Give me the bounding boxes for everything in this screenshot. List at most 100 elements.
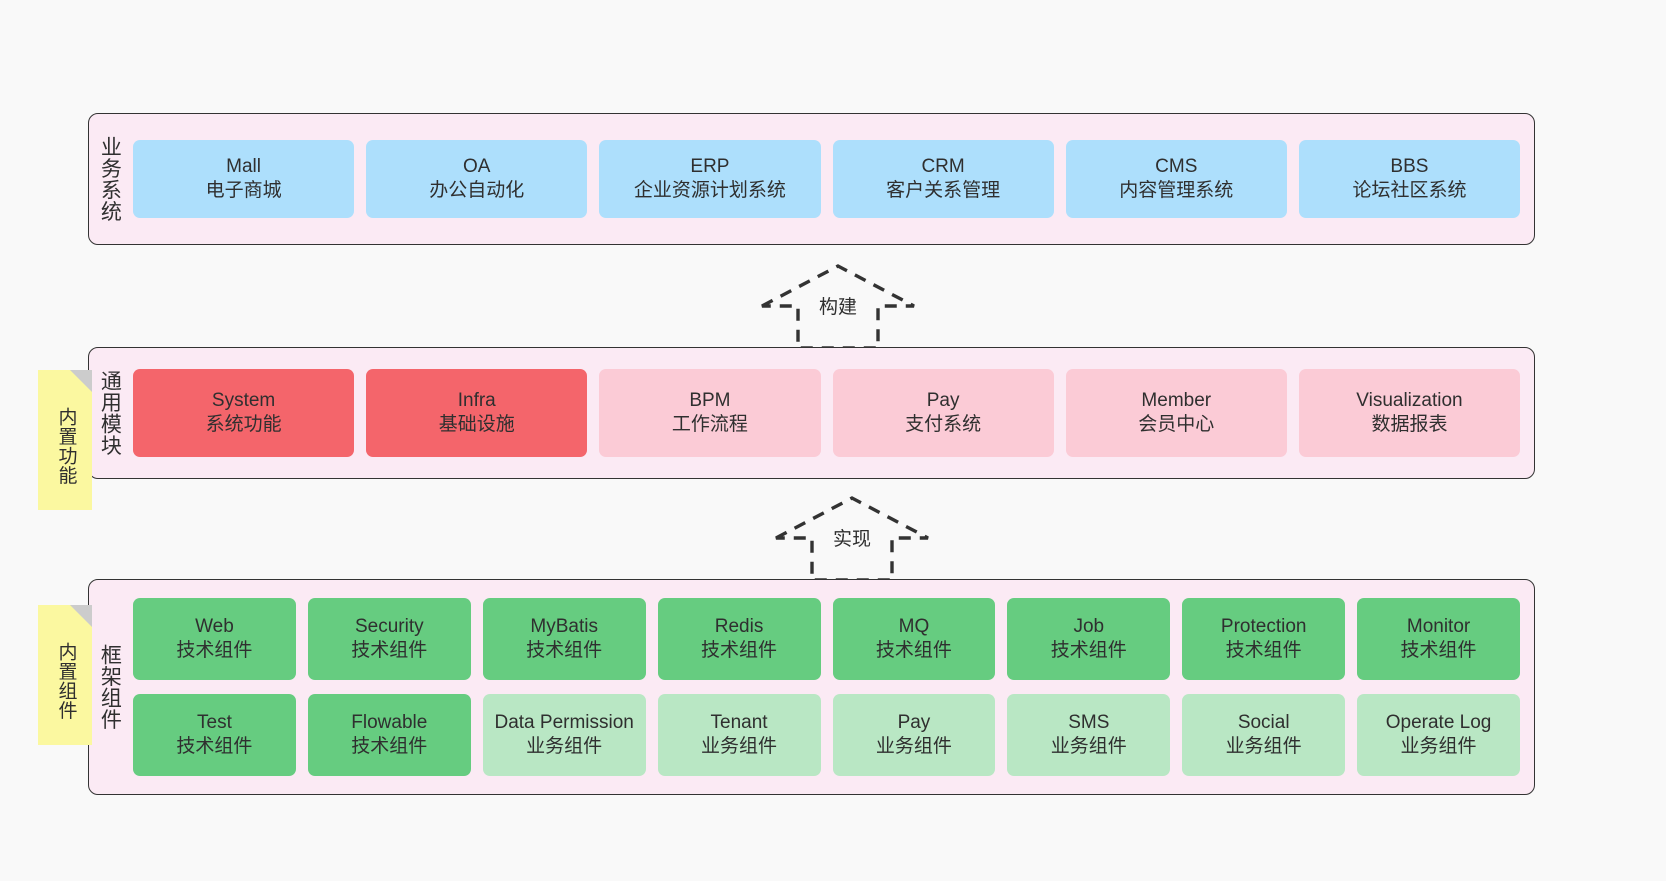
layer-business-cards: Mall 电子商城 OA 办公自动化 ERP 企业资源计划系统 CRM 客户关系… (129, 114, 1534, 244)
card-job[interactable]: Job 技术组件 (1007, 598, 1171, 680)
card-data-permission-en: Data Permission (494, 711, 634, 733)
card-operate-log[interactable]: Operate Log 业务组件 (1357, 694, 1520, 776)
layer-modules-cards: System 系统功能 Infra 基础设施 BPM 工作流程 Pay 支付系统… (129, 348, 1534, 478)
card-tenant-en: Tenant (710, 711, 768, 733)
card-bbs-en: BBS (1390, 155, 1429, 177)
card-member-cn: 会员中心 (1138, 414, 1215, 435)
layer-framework-title: 框架组件 (98, 644, 122, 730)
card-infra-en: Infra (457, 389, 496, 411)
card-redis[interactable]: Redis 技术组件 (657, 598, 821, 680)
card-erp-en: ERP (690, 155, 730, 177)
card-protection-en: Protection (1220, 615, 1307, 637)
card-pay-component-en: Pay (897, 711, 931, 733)
card-tenant-cn: 业务组件 (701, 736, 778, 757)
card-data-permission-cn: 业务组件 (526, 736, 603, 757)
card-infra[interactable]: Infra 基础设施 (366, 369, 588, 457)
layer-framework-cards: Web 技术组件 Security 技术组件 MyBatis 技术组件 Redi… (129, 580, 1534, 794)
card-web-cn: 技术组件 (176, 640, 253, 661)
card-web-en: Web (195, 615, 234, 637)
card-mall-cn: 电子商城 (205, 180, 282, 201)
card-oa-cn: 办公自动化 (429, 180, 525, 201)
card-sms-cn: 业务组件 (1050, 736, 1127, 757)
card-mybatis[interactable]: MyBatis 技术组件 (482, 598, 646, 680)
card-member-en: Member (1141, 389, 1212, 411)
card-monitor-cn: 技术组件 (1400, 640, 1477, 661)
card-bpm[interactable]: BPM 工作流程 (599, 369, 821, 457)
card-oa[interactable]: OA 办公自动化 (366, 140, 588, 218)
card-redis-cn: 技术组件 (701, 640, 778, 661)
card-social[interactable]: Social 业务组件 (1182, 694, 1346, 776)
card-mq-cn: 技术组件 (875, 640, 952, 661)
card-crm-en: CRM (921, 155, 965, 177)
note-builtin-features: 内置功能 (38, 370, 92, 510)
card-test-cn: 技术组件 (176, 736, 253, 757)
card-crm-cn: 客户关系管理 (886, 180, 1001, 201)
card-pay-component-cn: 业务组件 (875, 736, 952, 757)
card-bbs-cn: 论坛社区系统 (1352, 180, 1467, 201)
card-security[interactable]: Security 技术组件 (307, 598, 471, 680)
card-erp[interactable]: ERP 企业资源计划系统 (599, 140, 821, 218)
card-erp-cn: 企业资源计划系统 (633, 180, 786, 201)
card-cms[interactable]: CMS 内容管理系统 (1065, 140, 1287, 218)
note-builtin-features-label: 内置功能 (55, 407, 77, 485)
card-visualization[interactable]: Visualization 数据报表 (1298, 369, 1521, 457)
card-pay-component[interactable]: Pay 业务组件 (832, 694, 996, 776)
card-social-cn: 业务组件 (1225, 736, 1302, 757)
card-social-en: Social (1237, 711, 1290, 733)
card-pay-module-en: Pay (926, 389, 960, 411)
card-job-en: Job (1073, 615, 1105, 637)
card-monitor[interactable]: Monitor 技术组件 (1357, 598, 1520, 680)
card-test-en: Test (197, 711, 232, 733)
card-protection-cn: 技术组件 (1225, 640, 1302, 661)
layer-common-modules: 通用模块 System 系统功能 Infra 基础设施 BPM 工作流程 Pay… (88, 347, 1535, 479)
card-operate-log-cn: 业务组件 (1400, 736, 1477, 757)
card-tenant[interactable]: Tenant 业务组件 (657, 694, 821, 776)
card-monitor-en: Monitor (1406, 615, 1471, 637)
relation-build-label: 构建 (818, 297, 857, 318)
note-builtin-components-label: 内置组件 (55, 642, 77, 720)
build-arrow-icon (761, 264, 915, 350)
card-oa-en: OA (463, 155, 491, 177)
card-cms-en: CMS (1155, 155, 1198, 177)
card-member[interactable]: Member 会员中心 (1065, 369, 1287, 457)
card-job-cn: 技术组件 (1050, 640, 1127, 661)
layer-business-systems: 业务系统 Mall 电子商城 OA 办公自动化 ERP 企业资源计划系统 CRM… (88, 113, 1535, 245)
card-mq-en: MQ (898, 615, 930, 637)
relation-implement: 实现 (772, 494, 932, 582)
card-flowable[interactable]: Flowable 技术组件 (307, 694, 471, 776)
card-data-permission[interactable]: Data Permission 业务组件 (482, 694, 646, 776)
card-redis-en: Redis (714, 615, 764, 637)
card-web[interactable]: Web 技术组件 (133, 598, 296, 680)
card-crm[interactable]: CRM 客户关系管理 (832, 140, 1054, 218)
card-bpm-en: BPM (689, 389, 731, 411)
card-mall-en: Mall (226, 155, 261, 177)
card-security-en: Security (354, 615, 424, 637)
relation-implement-label: 实现 (832, 529, 871, 550)
card-visualization-en: Visualization (1356, 389, 1463, 411)
card-pay-module-cn: 支付系统 (905, 414, 982, 435)
card-test[interactable]: Test 技术组件 (133, 694, 296, 776)
note-fold-corner-icon (70, 605, 92, 627)
card-system-cn: 系统功能 (205, 414, 282, 435)
card-pay-module[interactable]: Pay 支付系统 (832, 369, 1054, 457)
card-operate-log-en: Operate Log (1385, 711, 1492, 733)
card-mall[interactable]: Mall 电子商城 (133, 140, 355, 218)
note-builtin-components: 内置组件 (38, 605, 92, 745)
card-flowable-cn: 技术组件 (351, 736, 428, 757)
card-mybatis-en: MyBatis (530, 615, 598, 637)
implement-arrow-icon (775, 496, 929, 582)
framework-row-tech: Web 技术组件 Security 技术组件 MyBatis 技术组件 Redi… (133, 598, 1520, 680)
card-sms[interactable]: SMS 业务组件 (1007, 694, 1171, 776)
card-bpm-cn: 工作流程 (671, 414, 748, 435)
card-infra-cn: 基础设施 (438, 414, 515, 435)
card-mq[interactable]: MQ 技术组件 (832, 598, 996, 680)
card-bbs[interactable]: BBS 论坛社区系统 (1298, 140, 1521, 218)
card-flowable-en: Flowable (351, 711, 428, 733)
card-mybatis-cn: 技术组件 (526, 640, 603, 661)
card-sms-en: SMS (1068, 711, 1110, 733)
card-security-cn: 技术组件 (351, 640, 428, 661)
card-protection[interactable]: Protection 技术组件 (1182, 598, 1346, 680)
card-system[interactable]: System 系统功能 (133, 369, 355, 457)
framework-row-business: Test 技术组件 Flowable 技术组件 Data Permission … (133, 694, 1520, 776)
